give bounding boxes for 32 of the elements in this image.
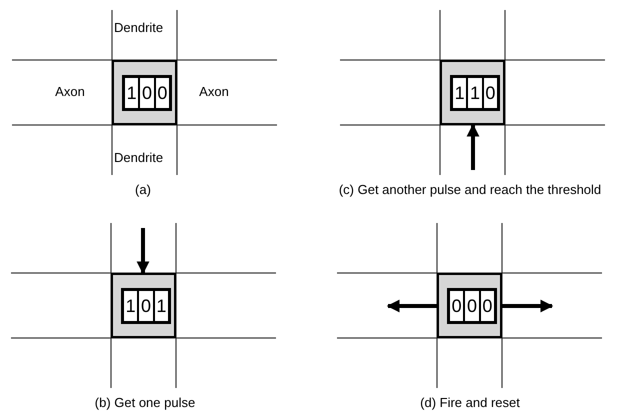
neuron-cell [440,60,505,125]
counter-digit: 0 [450,291,464,321]
arrow [136,228,150,274]
counter-digit: 1 [124,291,138,321]
counter-digit: 0 [156,78,169,108]
counter-digit: 1 [125,78,138,108]
neuron-cell [111,273,176,338]
counter-digit: 1 [154,291,168,321]
counter-digit: 1 [453,78,466,108]
counter-digit: 0 [465,291,479,321]
panel-caption: (b) Get one pulse [94,395,196,411]
counter-digit: 1 [468,78,482,108]
counter-digit: 0 [140,78,154,108]
panel-caption: (a) [134,182,152,198]
arrow [502,300,554,312]
neuron-cell [112,60,177,125]
part-label: Dendrite [114,20,164,36]
part-label: Axon [54,84,86,100]
counter-register [122,75,172,111]
arrow [386,300,437,312]
panel-caption: (c) Get another pulse and reach the threshold [338,182,602,198]
counter-digit: 0 [484,78,497,108]
neuron-cell [437,273,502,338]
part-label: Axon [198,84,230,100]
arrow [466,124,480,170]
counter-register [447,288,497,324]
counter-register [450,75,500,111]
counter-digit: 0 [480,291,494,321]
counter-digit: 0 [139,291,153,321]
panel-caption: (d) Fire and reset [419,395,521,411]
part-label: Dendrite [114,150,164,166]
counter-register [121,288,171,324]
